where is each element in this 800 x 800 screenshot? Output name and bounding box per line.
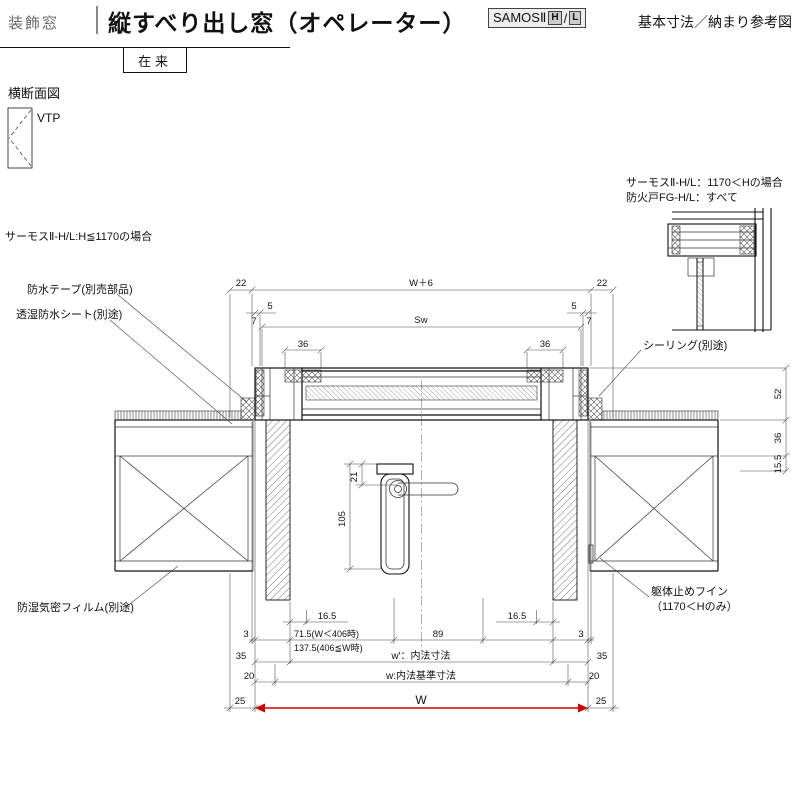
sealing-right <box>587 397 603 421</box>
section-view-title: 横断面図 <box>8 86 60 101</box>
dim-3-right: 3 <box>578 629 583 640</box>
dim-7-left: 7 <box>251 316 256 327</box>
case-low-note: サーモスⅡ-H/L:H≦1170の場合 <box>5 229 152 243</box>
product-badge: SAMOSⅡ H / L <box>488 8 587 28</box>
siding-right <box>601 410 719 421</box>
header-note: 基本寸法／納まり参考図 <box>638 14 792 30</box>
dim-w-total: W <box>415 693 427 707</box>
dim-16-5-right: 16.5 <box>508 611 527 622</box>
callout-body-fin-1: 躯体止めフイン <box>651 584 728 598</box>
header-divider <box>96 6 98 34</box>
dim-16-5-left: 16.5 <box>318 611 337 622</box>
badge-brand: SAMOSⅡ <box>493 10 547 25</box>
w-arrowhead-right <box>578 703 588 713</box>
callout-waterproof-tape: 防水テープ(別売部品) <box>27 282 133 296</box>
vtp-label: VTP <box>37 111 60 125</box>
wall-section-right <box>589 410 719 572</box>
dim-w-base-label: w:内法基準寸法 <box>385 669 456 682</box>
dim-35-right: 35 <box>597 651 608 662</box>
w-arrowhead-left <box>255 703 265 713</box>
w-dimension-arrow <box>255 703 588 713</box>
badge-l: L <box>569 11 582 25</box>
sealing-left <box>240 397 256 421</box>
callout-sealing: シーリング(別途) <box>643 338 727 352</box>
dim-7-right: 7 <box>586 316 591 327</box>
head-detail-drawing <box>667 208 772 332</box>
dim-w-prime-label: w'：内法寸法 <box>390 649 450 662</box>
callout-body-fin-2: （1170＜Hのみ） <box>651 600 738 613</box>
dimension-lines <box>224 286 790 712</box>
dim-22-right: 22 <box>597 278 608 289</box>
dim-137-5: 137.5(406≦W時) <box>294 643 363 653</box>
dim-w-plus-6: W＋6 <box>409 278 433 289</box>
dim-25-right: 25 <box>596 696 607 707</box>
category-label: 装飾窓 <box>8 15 60 32</box>
dim-22-left: 22 <box>236 278 247 289</box>
case-high-note-1: サーモスⅡ-H/L：1170＜Hの場合 <box>626 175 783 189</box>
dim-71-5: 71.5(W＜406時) <box>294 629 359 639</box>
dim-20-left: 20 <box>244 671 255 682</box>
dim-36-vertical: 36 <box>773 433 784 444</box>
wall-section-left <box>114 410 254 572</box>
leader-lines <box>109 293 650 608</box>
construction-type-badge: 在来 <box>123 47 187 73</box>
operator-handle <box>376 463 459 575</box>
case-high-note-2: 防火戸FG-H/L：すべて <box>626 190 738 204</box>
dim-105-handle: 105 <box>337 511 348 527</box>
dim-25-left: 25 <box>235 696 246 707</box>
dim-35-left: 35 <box>236 651 247 662</box>
badge-h: H <box>548 11 562 25</box>
dim-36-left: 36 <box>298 339 309 350</box>
dim-3-left: 3 <box>243 629 248 640</box>
callout-moisture-film: 防湿気密フィルム(別途) <box>17 600 134 614</box>
dim-5-right: 5 <box>571 301 576 312</box>
dim-89: 89 <box>433 629 444 640</box>
dim-36-right: 36 <box>540 339 551 350</box>
dim-15-5-vertical: 15.5 <box>773 455 784 474</box>
page-title: 縦すべり出し窓（オペレーター） <box>108 10 467 36</box>
interior-casing-right <box>552 419 578 601</box>
dim-21-handle: 21 <box>349 472 360 483</box>
dim-sw: Sw <box>414 315 427 326</box>
dim-20-right: 20 <box>589 671 600 682</box>
interior-casing-left <box>265 419 291 601</box>
badge-separator: / <box>563 10 568 26</box>
dim-52-vertical: 52 <box>773 389 784 400</box>
dim-5-left: 5 <box>267 301 272 312</box>
callout-moisture-sheet: 透湿防水シート(別途) <box>16 307 122 321</box>
vtp-symbol <box>7 107 33 169</box>
